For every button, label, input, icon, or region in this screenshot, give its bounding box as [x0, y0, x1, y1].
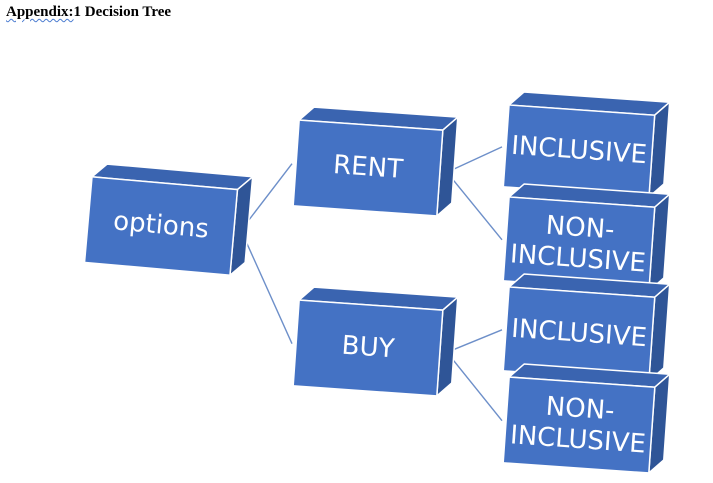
node-label-rent-non-inclusive-line-1: NON- — [545, 211, 616, 246]
page-title: Appendix:1 Decision Tree — [6, 4, 171, 21]
node-front-face — [292, 119, 444, 217]
node-rent-inclusive: INCLUSIVE — [502, 91, 671, 198]
node-front-face — [83, 175, 239, 277]
node-buy-inclusive: INCLUSIVE — [502, 273, 671, 382]
node-label-buy-non-inclusive-line-1: NON- — [545, 392, 616, 427]
node-options: options — [83, 163, 254, 277]
connector-buy-to-buy-inclusive — [446, 329, 503, 353]
node-rent-non-inclusive: NON-INCLUSIVE — [502, 183, 671, 292]
title-rest: Decision Tree — [81, 4, 172, 20]
node-buy-non-inclusive: NON-INCLUSIVE — [502, 363, 671, 474]
node-front-face — [292, 299, 444, 397]
node-front-face — [502, 376, 656, 474]
title-number: 1 — [73, 4, 82, 20]
connector-rent-to-rent-non-inclusive — [446, 171, 503, 241]
node-buy: BUY — [292, 286, 459, 397]
node-rent: RENT — [292, 106, 459, 217]
node-label-rent: RENT — [332, 150, 404, 185]
node-layer: optionsRENTBUYINCLUSIVENON-INCLUSIVEINCL… — [83, 91, 671, 474]
connector-rent-to-rent-inclusive — [446, 146, 503, 173]
node-label-buy: BUY — [341, 331, 396, 365]
connector-options-to-buy — [240, 230, 293, 344]
connector-buy-to-buy-non-inclusive — [446, 351, 503, 422]
title-prefix: Appendix: — [6, 4, 74, 20]
